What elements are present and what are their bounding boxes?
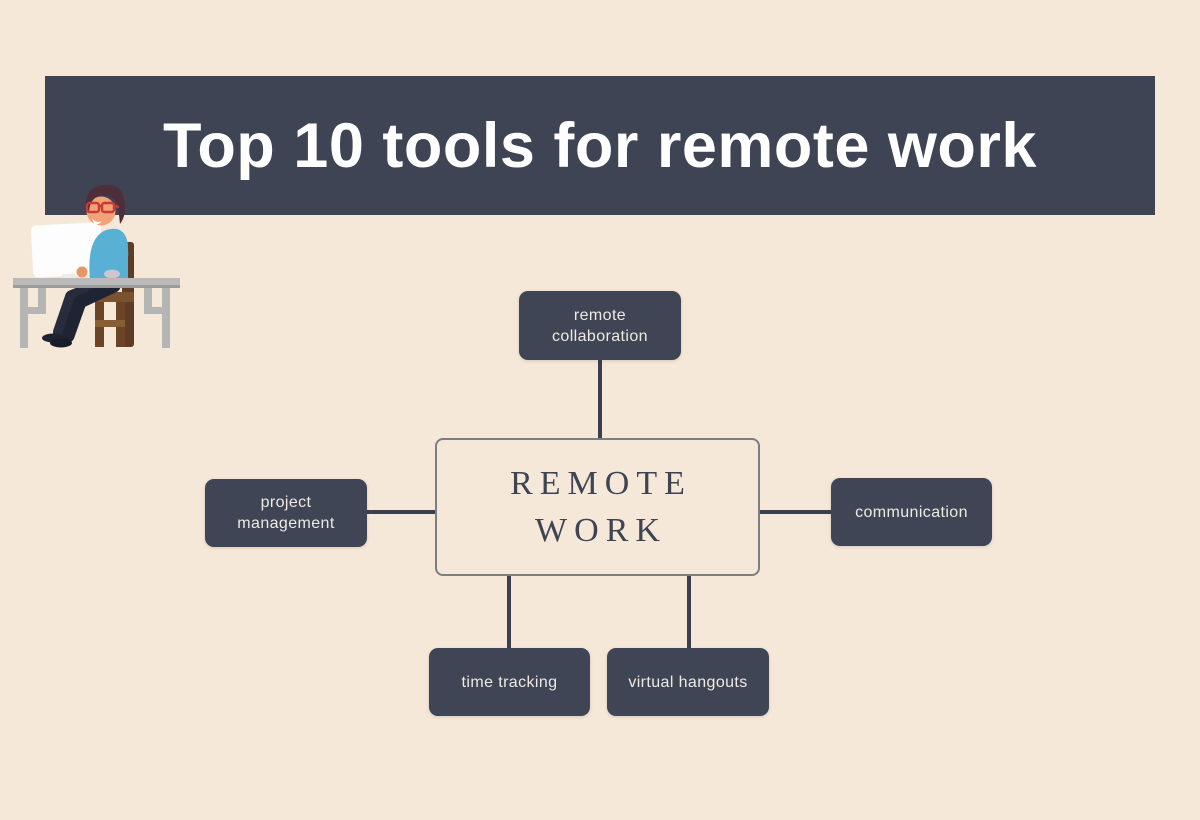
connector-top [598,360,602,438]
center-node-line2: WORK [535,512,667,549]
node-label: virtual hangouts [628,673,748,691]
node-remote-collaboration: remote collaboration [519,291,681,360]
node-virtual-hangouts: virtual hangouts [607,648,769,716]
title-banner: Top 10 tools for remote work [45,76,1155,215]
node-label: project management [237,494,335,532]
page-title: Top 10 tools for remote work [163,110,1037,181]
connector-right [760,510,831,514]
person-icon [42,184,129,348]
center-node-remote-work: REMOTE WORK [435,438,760,576]
node-project-management: project management [205,479,367,547]
connector-bottom-right [687,576,691,648]
connector-bottom-left [507,576,511,648]
desk-icon [13,278,180,348]
person-at-desk-illustration [13,184,180,348]
connector-left [367,510,435,514]
node-communication: communication [831,478,992,546]
node-time-tracking: time tracking [429,648,590,716]
node-label: remote collaboration [552,306,648,345]
center-node-line1: REMOTE [510,465,692,502]
node-label: communication [855,503,968,521]
node-label: time tracking [461,673,558,691]
